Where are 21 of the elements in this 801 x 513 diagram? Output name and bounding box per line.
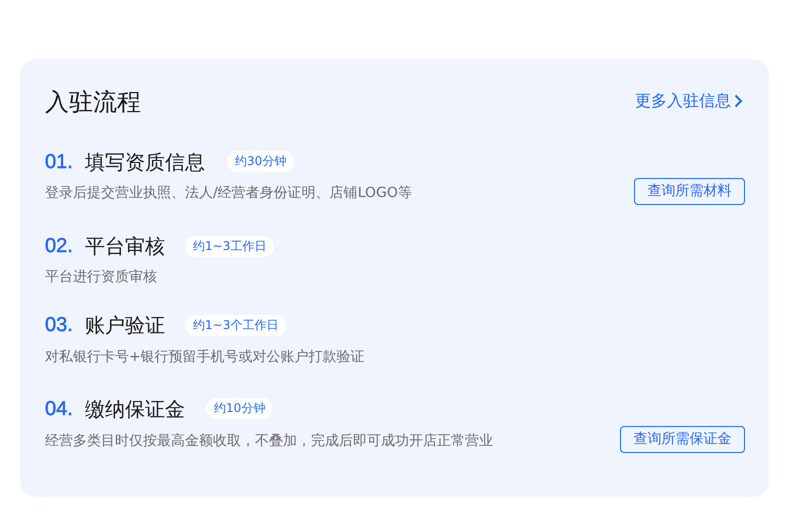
duration-tag: 约10分钟: [206, 398, 274, 419]
duration-tag: 约1~3个工作日: [185, 315, 286, 336]
step-number: 02.: [45, 234, 73, 259]
step-title: 填写资质信息: [85, 149, 205, 176]
step-number: 04.: [45, 397, 73, 422]
query-button: 查询所需保证金: [620, 426, 745, 453]
step-number: 01.: [45, 150, 73, 175]
step-description: 经营多类目时仅按最高金额收取，不叠加，完成后即可成功开店正常营业: [45, 432, 493, 451]
step-description: 登录后提交营业执照、法人/经营者身份证明、店铺LOGO等: [45, 184, 412, 203]
query-button: 查询所需材料: [634, 178, 745, 205]
step-title: 账户验证: [85, 312, 165, 339]
step-description: 对私银行卡号+银行预留手机号或对公账户打款验证: [45, 348, 365, 367]
card-title: 入驻流程: [45, 87, 141, 118]
step-description: 平台进行资质审核: [45, 268, 157, 287]
step-number: 03.: [45, 313, 73, 338]
step-title: 平台审核: [85, 233, 165, 260]
step-title: 缴纳保证金: [85, 396, 185, 423]
duration-tag: 约1~3工作日: [185, 236, 274, 257]
process-card: [20, 59, 769, 497]
duration-tag: 约30分钟: [227, 151, 294, 172]
more-info-link: 更多入驻信息: [635, 90, 743, 112]
